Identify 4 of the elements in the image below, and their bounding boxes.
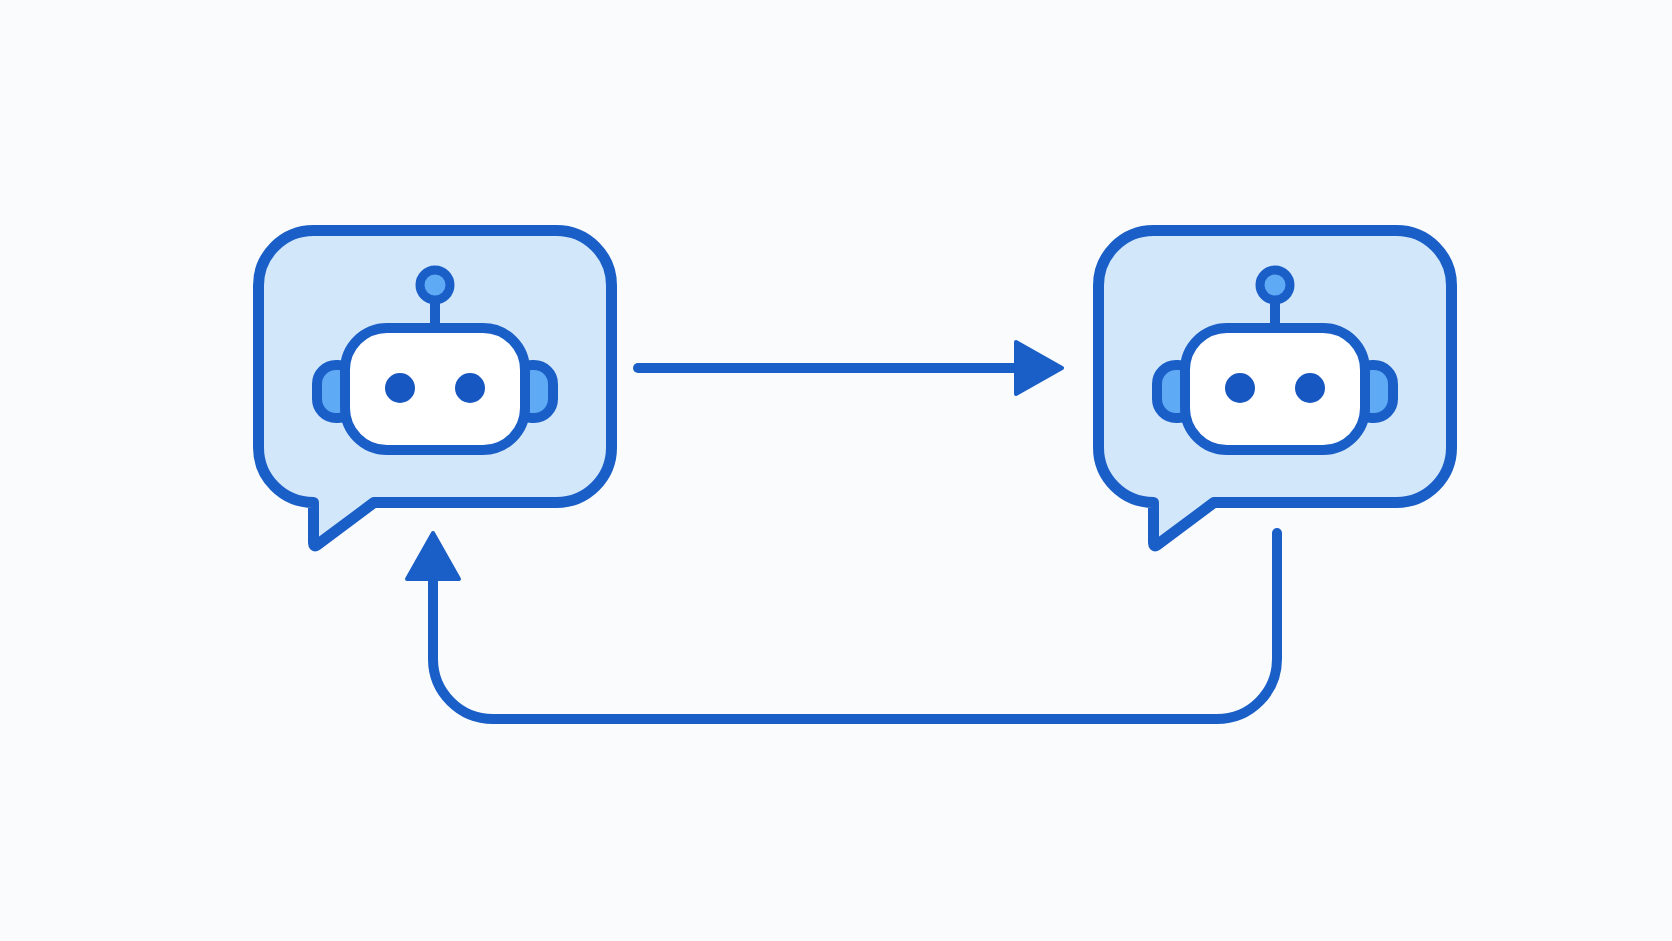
robot-chat-bubble-icon — [253, 225, 617, 552]
robot-chat-bubble-icon — [1093, 225, 1457, 552]
arrow — [633, 340, 1064, 396]
arrow — [405, 528, 1282, 724]
